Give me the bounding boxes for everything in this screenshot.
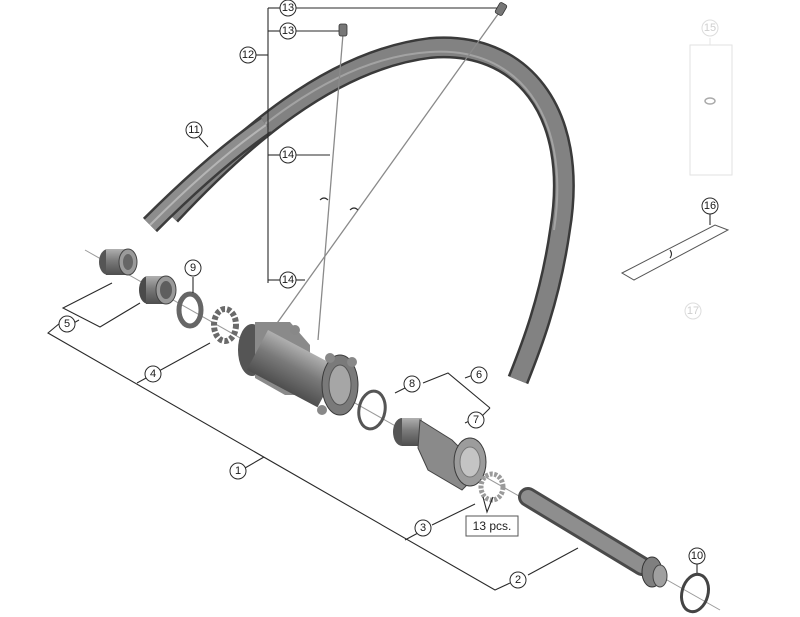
svg-text:13 pcs.: 13 pcs. xyxy=(473,519,512,533)
svg-text:4: 4 xyxy=(150,368,156,380)
svg-text:14: 14 xyxy=(282,149,294,161)
callout-13-mid: 13 xyxy=(279,22,297,40)
svg-text:6: 6 xyxy=(476,369,482,381)
svg-text:12: 12 xyxy=(242,49,254,61)
end-cap-outer xyxy=(99,248,138,276)
svg-text:14: 14 xyxy=(282,274,294,286)
svg-text:5: 5 xyxy=(64,318,70,330)
svg-text:11: 11 xyxy=(188,124,199,136)
svg-text:1: 1 xyxy=(235,465,241,477)
callout-7: 7 xyxy=(467,411,485,429)
svg-text:10: 10 xyxy=(691,550,703,562)
svg-text:2: 2 xyxy=(515,574,521,586)
svg-text:15: 15 xyxy=(704,22,716,34)
o-ring-freehub xyxy=(357,389,387,431)
callout-3: 3 xyxy=(414,519,432,537)
svg-text:7: 7 xyxy=(473,414,479,426)
hub-body xyxy=(238,322,359,416)
callout-14-bottom: 14 xyxy=(279,271,297,289)
axle xyxy=(518,487,668,588)
callout-8: 8 xyxy=(403,375,421,393)
dust-washer xyxy=(176,291,204,329)
rim-segment xyxy=(142,116,272,233)
svg-text:16: 16 xyxy=(704,200,716,212)
callout-2: 2 xyxy=(509,571,527,589)
freehub-body xyxy=(393,418,487,491)
callout-16: 16 xyxy=(701,197,719,215)
svg-text:13: 13 xyxy=(282,2,294,14)
spoke-nipple-left xyxy=(338,23,348,37)
svg-text:8: 8 xyxy=(409,378,415,390)
svg-text:13: 13 xyxy=(282,25,294,37)
callout-11: 11 xyxy=(185,121,203,139)
callout-5: 5 xyxy=(58,315,76,333)
callout-1: 1 xyxy=(229,462,247,480)
callout-4: 4 xyxy=(144,365,162,383)
ball-bearings xyxy=(478,471,506,503)
quantity-note: 13 pcs. xyxy=(465,515,519,537)
bearing-retainer xyxy=(211,306,239,344)
callout-9: 9 xyxy=(184,259,202,277)
o-ring-axle xyxy=(680,572,710,614)
lock-nut xyxy=(139,275,177,305)
callout-13-top: 13 xyxy=(279,0,297,17)
rim-main xyxy=(161,36,575,385)
callout-10: 10 xyxy=(688,547,706,565)
callout-14-top: 14 xyxy=(279,146,297,164)
callout-15: 15 xyxy=(701,19,719,37)
callout-6: 6 xyxy=(470,366,488,384)
callout-17: 17 xyxy=(684,302,702,320)
svg-text:9: 9 xyxy=(190,262,196,274)
spokes xyxy=(264,9,502,341)
svg-text:3: 3 xyxy=(420,522,426,534)
callout-12: 12 xyxy=(239,46,257,64)
rim-tape xyxy=(620,224,730,281)
spoke-nipple-right xyxy=(494,2,508,16)
svg-text:17: 17 xyxy=(687,305,699,317)
valve-box-faded xyxy=(689,38,733,176)
